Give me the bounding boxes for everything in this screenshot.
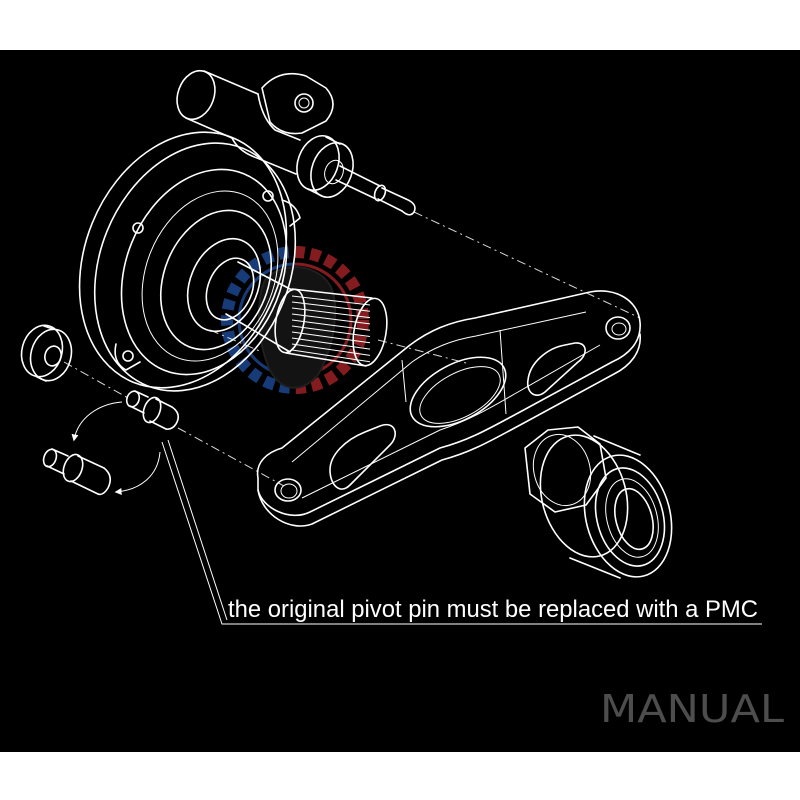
pmc-pivot-pin [125, 390, 180, 430]
brand-label: MANUAL [600, 687, 784, 731]
spline-ridge [291, 307, 371, 319]
release-lever [256, 290, 641, 527]
diagram-background [0, 50, 800, 752]
spline-ridge [291, 349, 371, 363]
top-band [0, 0, 800, 50]
callout: the original pivot pin must be replaced … [161, 439, 762, 625]
spline-ridge [291, 295, 371, 306]
washer [20, 324, 73, 382]
spline-ridge [291, 319, 371, 331]
curved-arrow-icon [71, 401, 161, 496]
spline-ridge [291, 301, 371, 312]
spline-ridge [291, 343, 371, 356]
callout-text: the original pivot pin must be replaced … [228, 596, 758, 623]
bottom-band [0, 752, 800, 800]
clutch-housing [78, 69, 334, 392]
assembly-guide-lines [63, 211, 641, 487]
pushrod-pin [335, 165, 416, 216]
release-bearing [524, 426, 673, 579]
spline-ridge [291, 313, 371, 325]
spline-ridge [291, 325, 371, 337]
original-pivot-pin [42, 448, 112, 496]
pushrod-boss [296, 135, 354, 198]
spline-ridge [291, 337, 371, 350]
spline-ridge [291, 331, 371, 344]
splined-shaft [225, 261, 388, 367]
